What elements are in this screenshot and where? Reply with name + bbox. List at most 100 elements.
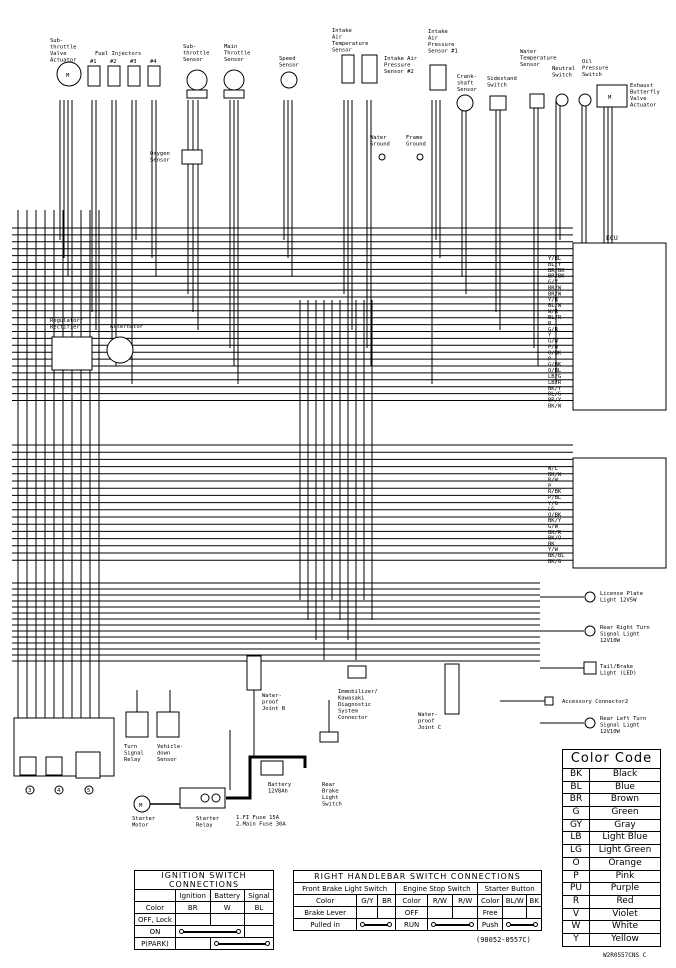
color-code-abbr: BR: [563, 794, 590, 807]
injector-3-label: #3: [130, 59, 137, 65]
ign-c1: BR: [174, 901, 211, 914]
hb-brake-connection: [358, 921, 394, 928]
ecu-bot-code-0: W/L: [548, 466, 559, 472]
ecu-bot-code-10: G/W: [548, 524, 559, 530]
color-code-abbr: O: [563, 857, 590, 870]
accessory-connector: Accessory Connector2: [544, 696, 628, 706]
ecu-top-code-25: BK/W: [548, 404, 562, 410]
ign-c0: Color: [134, 901, 176, 914]
ecu-bot-code-11: BK/R: [548, 530, 562, 536]
color-code-name: Green: [611, 807, 639, 818]
ecu-bot-code-14: Y/W: [548, 547, 559, 553]
regulator-label: Regulator/Rectifier: [50, 318, 83, 331]
color-code-name: Violet: [612, 908, 638, 919]
handlebar-table-title: RIGHT HANDLEBAR SWITCH CONNECTIONS: [293, 870, 542, 883]
color-code-name: White: [611, 921, 639, 932]
color-code-abbr: P: [563, 870, 590, 883]
ecu-top-code-8: BL/W: [548, 303, 562, 309]
color-code-title: Color Code: [563, 750, 660, 769]
ign-c2: W: [209, 901, 245, 914]
ign-h1: Ignition: [174, 889, 211, 902]
hb-color-cell: Color: [477, 894, 504, 907]
ecu-top-code-13: Y: [548, 333, 552, 339]
color-code-name: Gray: [614, 819, 636, 830]
ecu-top-code-7: Y/R: [548, 297, 559, 303]
drawing-number: W2R0557CNS C: [603, 952, 647, 959]
hb-pulled-in: Pulled in: [292, 918, 358, 931]
color-code-abbr: G: [563, 807, 590, 819]
ign-h2: Battery: [209, 889, 245, 902]
color-code-abbr: PU: [563, 883, 590, 895]
hb-color-cell: BL/W: [502, 894, 528, 907]
injector-4-label: #4: [150, 59, 157, 65]
ecu-connector-2: [572, 457, 667, 569]
color-code-abbr: BL: [563, 781, 590, 794]
ecu-connector-1: [572, 242, 667, 411]
ign-row-on: ON: [134, 925, 176, 938]
ign-row-park: P(PARK): [134, 937, 176, 950]
hb-color-cell: BR: [377, 894, 397, 907]
ecu-top-code-17: P: [548, 356, 552, 362]
ecu-top-code-1: BL/Y: [548, 262, 562, 268]
color-code-name: Brown: [610, 794, 640, 805]
color-code-name: Purple: [610, 883, 640, 894]
hb-run-connection: [429, 921, 477, 928]
color-code-name: Blue: [615, 781, 635, 792]
hb-run: RUN: [395, 918, 428, 931]
color-code-name: Light Green: [598, 845, 652, 856]
color-code-abbr: R: [563, 895, 590, 908]
ecu-bot-code-9: BK/Y: [548, 518, 562, 524]
hb-group3: Starter Button: [477, 882, 542, 895]
ecu-bot-code-12: BK/O: [548, 536, 561, 542]
wire-bundle: [12, 100, 613, 790]
hb-color-cell: Color: [395, 894, 428, 907]
ecu-top-code-15: P/W: [548, 345, 559, 351]
injector-1-label: #1: [90, 59, 97, 65]
svg-text:M: M: [139, 803, 143, 809]
handlebar-switch-table: RIGHT HANDLEBAR SWITCH CONNECTIONS Front…: [292, 870, 542, 931]
svg-text:M: M: [66, 73, 70, 79]
injector-2-label: #2: [110, 59, 117, 65]
ecu-bot-code-6: Y/G: [548, 501, 558, 507]
part-number: (98052-0557C): [476, 936, 531, 944]
ignition-switch-cluster: 3 4 5: [13, 717, 115, 795]
hb-group2: Engine Stop Switch: [395, 882, 479, 895]
ecu-bot-code-1: BK/W: [548, 472, 562, 478]
alternator-label: Alternator: [110, 324, 144, 330]
color-code-name: Yellow: [611, 933, 639, 944]
color-code-abbr: Y: [563, 933, 590, 946]
ecu-bottom-wire-codes: W/LBK/WR/WPR/BKP/BLY/GLGO/BKBK/YG/WBK/RB…: [548, 466, 565, 565]
